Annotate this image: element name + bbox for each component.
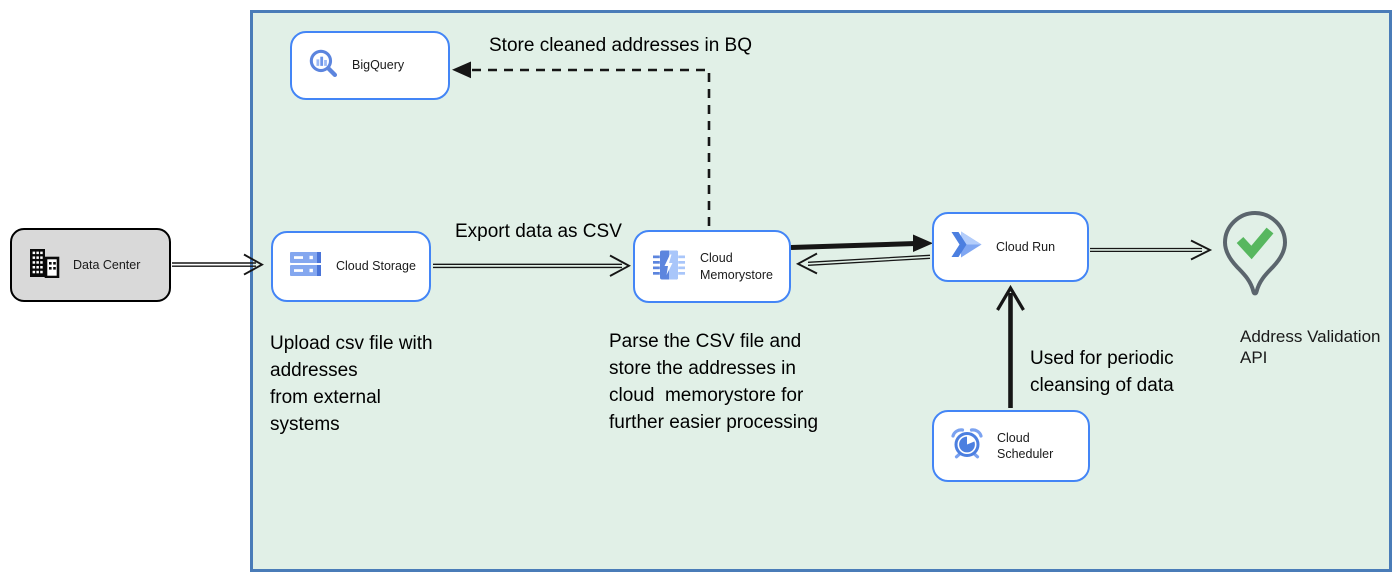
node-address-validation-api <box>1222 210 1288 306</box>
edge-datacenter-to-storage <box>172 253 264 276</box>
data-center-icon <box>28 248 60 283</box>
node-bigquery: BigQuery <box>290 31 450 100</box>
node-label: BigQuery <box>352 58 405 73</box>
bigquery-icon <box>308 48 339 84</box>
node-cloud-storage: Cloud Storage <box>271 231 431 302</box>
annotation-periodic-note: Used for periodic cleansing of data <box>1030 348 1174 396</box>
node-label: Cloud Run <box>996 239 1056 254</box>
node-label: Data Center <box>73 257 141 272</box>
node-cloud-scheduler: Cloud Scheduler <box>932 410 1090 482</box>
node-data-center: Data Center <box>10 228 171 302</box>
address-validation-label: Address Validation API <box>1240 327 1381 367</box>
annotation-parse-note: Parse the CSV file and store the address… <box>609 331 819 433</box>
cloud-storage-icon <box>289 250 323 283</box>
node-label: Cloud Scheduler <box>997 430 1054 461</box>
checkmark-icon <box>1236 227 1274 260</box>
node-cloud-memorystore: Cloud Memorystore <box>633 230 791 303</box>
gcp-boundary <box>250 10 1392 572</box>
node-label: Cloud Memorystore <box>700 251 773 282</box>
annotation-export-csv: Export data as CSV <box>455 221 622 242</box>
annotation-upload-note: Upload csv file with addresses from exte… <box>270 333 433 435</box>
node-label: Cloud Storage <box>336 259 416 274</box>
cloud-run-icon <box>950 231 983 263</box>
annotation-store-bq: Store cleaned addresses in BQ <box>489 35 752 56</box>
cloud-memorystore-icon <box>651 248 687 286</box>
location-pin-icon <box>1222 210 1288 310</box>
node-cloud-run: Cloud Run <box>932 212 1089 282</box>
cloud-scheduler-icon <box>950 427 984 465</box>
